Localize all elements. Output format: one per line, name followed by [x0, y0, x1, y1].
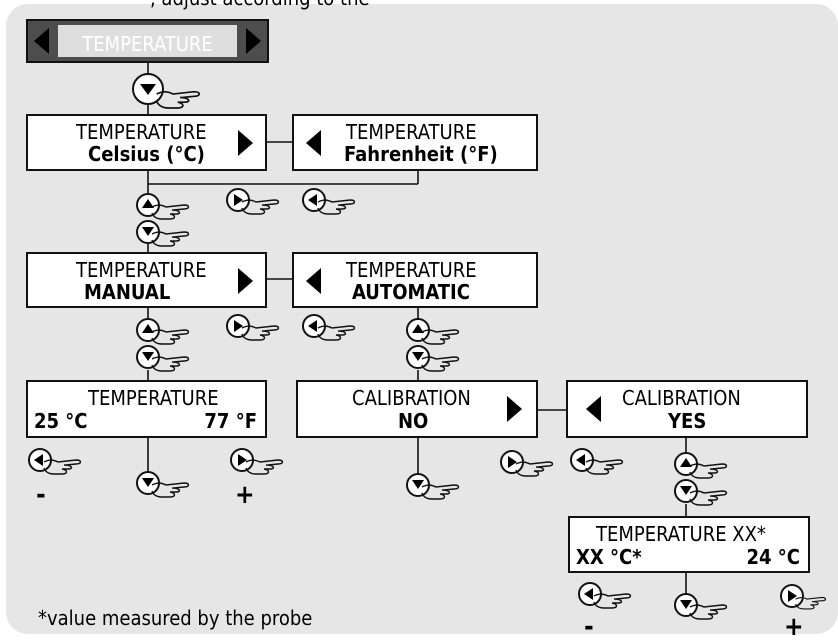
arrow-left-button-icon[interactable] — [302, 314, 326, 338]
box-title: CALIBRATION — [622, 386, 741, 410]
pressing-hand-icon — [241, 199, 280, 215]
plus-sign: + — [235, 480, 255, 510]
pressing-hand-icon — [317, 199, 356, 215]
box-title: TEMPERATURE — [76, 258, 207, 282]
pressing-hand-icon — [151, 329, 190, 345]
arrow-down-button-icon[interactable] — [132, 73, 164, 105]
pressing-hand-icon — [245, 459, 284, 475]
celsius-value: 25 °C — [34, 409, 88, 433]
box-title: TEMPERATURE — [346, 258, 477, 282]
menu-box-temperature-probe: TEMPERATURE XX* XX °C* 24 °C — [568, 516, 810, 573]
box-title: TEMPERATURE XX* — [596, 522, 766, 546]
menu-header-label: TEMPERATURE — [82, 32, 213, 56]
pressing-hand-icon — [151, 482, 190, 498]
pressing-hand-icon — [585, 459, 624, 475]
probe-celsius-value: XX °C* — [576, 545, 642, 569]
arrow-left-button-icon[interactable] — [570, 448, 594, 472]
box-title: TEMPERATURE — [346, 120, 477, 144]
box-value: Celsius (°C) — [88, 142, 205, 166]
minus-sign: - — [584, 612, 594, 642]
menu-header-temperature: TEMPERATURE — [26, 19, 269, 63]
pressing-hand-icon — [689, 463, 728, 479]
pressing-hand-icon — [155, 90, 201, 109]
pressing-hand-icon — [151, 356, 190, 372]
reference-celsius-value: 24 °C — [746, 545, 801, 569]
box-title: TEMPERATURE — [88, 386, 219, 410]
box-value: Fahrenheit (°F) — [344, 142, 498, 166]
minus-sign: - — [36, 480, 46, 510]
pressing-hand-icon — [421, 484, 460, 500]
box-value: MANUAL — [84, 280, 171, 304]
box-title: CALIBRATION — [352, 386, 471, 410]
plus-sign: + — [784, 612, 804, 642]
pressing-hand-icon — [421, 356, 460, 372]
right-arrow-icon — [507, 396, 522, 422]
left-arrow-icon — [586, 396, 601, 422]
menu-box-celsius: TEMPERATURE Celsius (°C) — [26, 114, 267, 171]
pressing-hand-icon — [689, 604, 728, 620]
arrow-right-button-icon[interactable] — [780, 584, 804, 608]
menu-box-temperature-value: TEMPERATURE 25 °C 77 °F — [26, 380, 267, 438]
pressing-hand-icon — [151, 231, 190, 247]
pressing-hand-icon — [317, 325, 356, 341]
box-value: NO — [398, 409, 429, 433]
pressing-hand-icon — [241, 325, 280, 341]
arrow-down-button-icon[interactable] — [406, 473, 430, 497]
header-left-arrow-icon — [34, 28, 49, 54]
pressing-hand-icon — [515, 461, 554, 477]
footnote: *value measured by the probe — [38, 606, 313, 630]
pressing-hand-icon — [151, 204, 190, 220]
right-arrow-icon — [238, 130, 253, 156]
pressing-hand-icon — [421, 329, 460, 345]
box-value: AUTOMATIC — [352, 280, 470, 304]
right-arrow-icon — [238, 268, 253, 294]
menu-box-fahrenheit: TEMPERATURE Fahrenheit (°F) — [292, 114, 538, 171]
box-value: YES — [668, 409, 707, 433]
pressing-hand-icon — [795, 596, 827, 610]
pressing-hand-icon — [43, 459, 82, 475]
left-arrow-icon — [306, 268, 321, 294]
box-title: TEMPERATURE — [76, 120, 207, 144]
menu-box-manual: TEMPERATURE MANUAL — [26, 252, 267, 308]
clipped-top-text: , adjust according to the — [150, 0, 370, 10]
pressing-hand-icon — [593, 593, 632, 609]
menu-box-automatic: TEMPERATURE AUTOMATIC — [292, 252, 538, 308]
menu-box-calibration-yes: CALIBRATION YES — [566, 380, 808, 438]
menu-box-calibration-no: CALIBRATION NO — [296, 380, 538, 438]
arrow-right-button-icon[interactable] — [500, 450, 524, 474]
header-right-arrow-icon — [246, 28, 261, 54]
pressing-hand-icon — [689, 490, 728, 506]
left-arrow-icon — [306, 130, 321, 156]
fahrenheit-value: 77 °F — [204, 409, 257, 433]
